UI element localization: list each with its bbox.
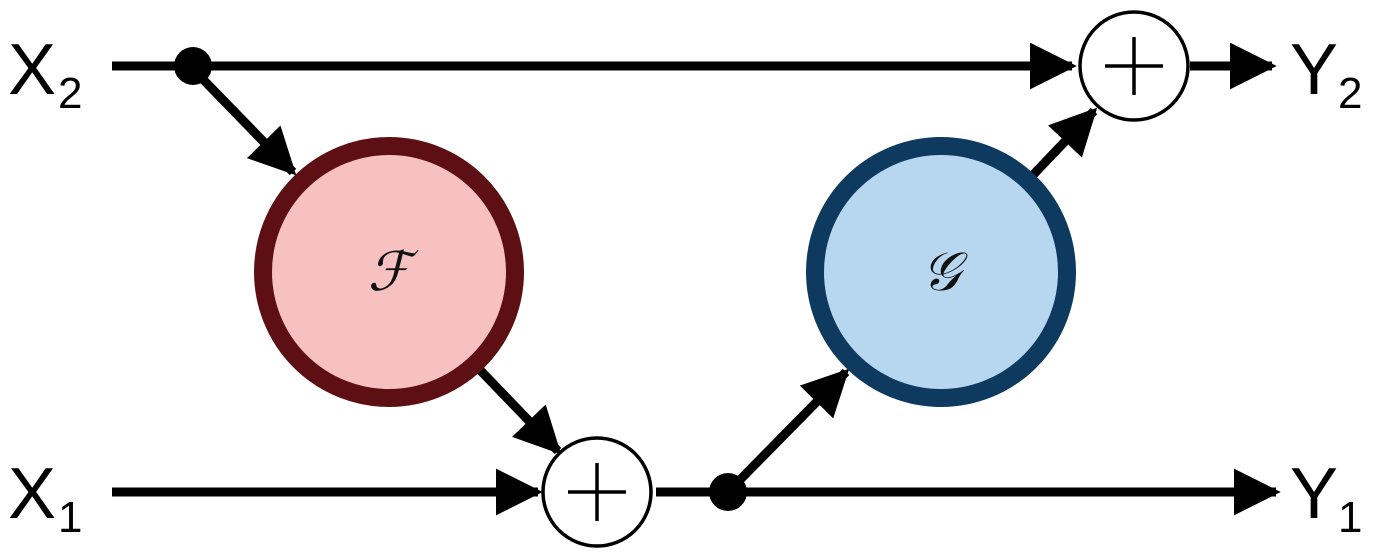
label-x2: X2: [8, 30, 83, 118]
node-g-circle: [806, 137, 1076, 407]
edge-f-to-bottom-adder: [476, 366, 562, 455]
label-x2-base: X: [8, 30, 56, 110]
junction-dot-bottom: [709, 473, 747, 511]
label-y1-base: Y: [1290, 454, 1338, 534]
edge-x2-to-f: [186, 62, 297, 176]
label-y2: Y2: [1290, 30, 1363, 118]
edge-g-to-top-adder: [1028, 107, 1098, 180]
label-x1: X1: [8, 454, 83, 542]
label-y2-base: Y: [1290, 30, 1338, 110]
adder-bottom: [541, 436, 653, 548]
label-y1: Y1: [1290, 454, 1363, 542]
label-y1-sub: 1: [1338, 493, 1362, 542]
label-x2-sub: 2: [58, 69, 82, 118]
node-f-circle: [254, 137, 524, 407]
node-f: ℱ: [254, 137, 524, 407]
node-g: 𝒢: [806, 137, 1076, 407]
adder-top: [1078, 10, 1190, 122]
junction-dot-top: [174, 47, 212, 85]
label-x1-sub: 1: [58, 493, 82, 542]
label-y2-sub: 2: [1338, 69, 1362, 118]
edge-y1-to-g: [724, 368, 850, 496]
label-x1-base: X: [8, 454, 56, 534]
